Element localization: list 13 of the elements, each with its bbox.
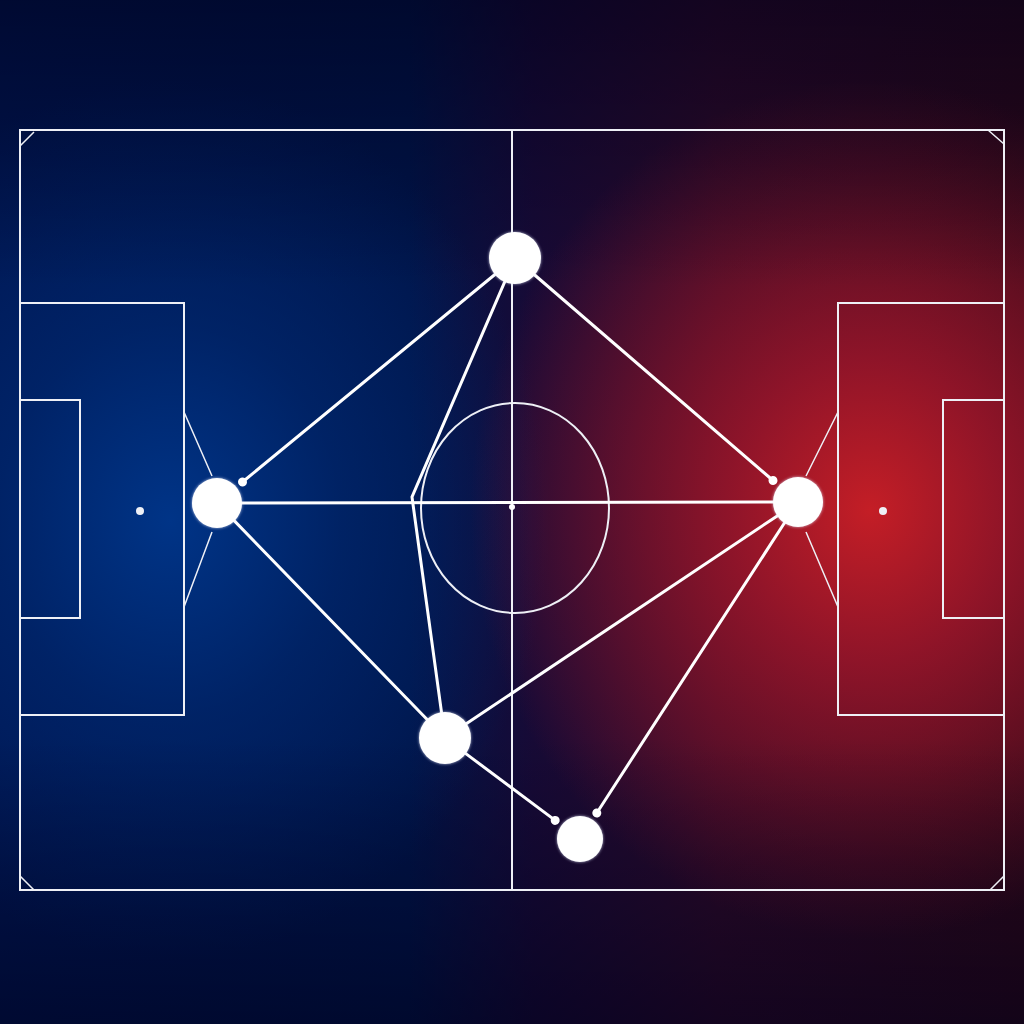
pass-line [464,752,560,825]
player-node [192,478,242,528]
pass-line [240,500,775,505]
player-node [489,232,541,284]
player-node [419,712,471,764]
player-node [557,816,603,862]
pass-line [232,519,429,721]
player-node [773,477,823,527]
pass-line [533,273,778,485]
pass-line [238,273,497,487]
pass-line [410,280,507,714]
pass-line [465,514,779,725]
pass-line [592,521,786,818]
